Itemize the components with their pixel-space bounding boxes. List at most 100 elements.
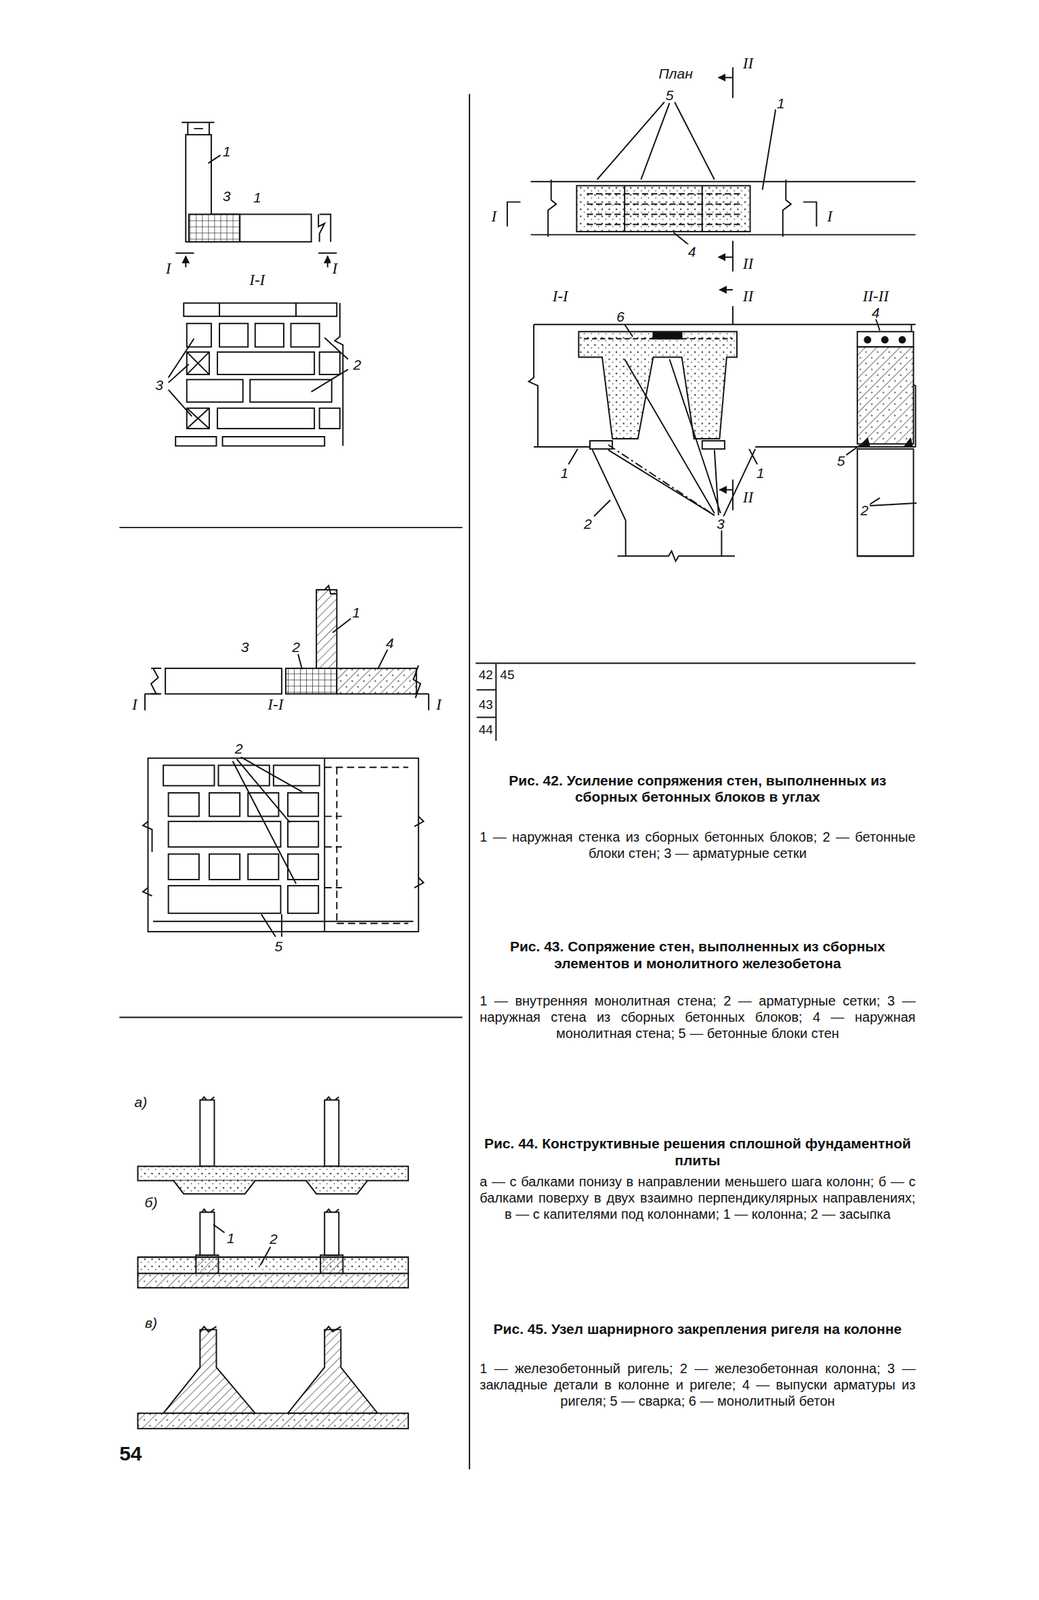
page-rules: [119, 94, 916, 1470]
foundation-slab-figure-part: [199, 1100, 215, 1168]
callout-number: 1: [221, 144, 233, 159]
hinge-joint-figure-part: [859, 438, 913, 448]
callout-number: 1: [775, 96, 787, 111]
wall-junction-figure-part: [168, 854, 200, 880]
hinge-joint-figure-part: [568, 449, 758, 517]
foundation-slab-figure-part: [137, 1167, 408, 1182]
figure-index-cell: 42: [478, 668, 494, 682]
section-mark: II: [741, 255, 755, 271]
corner-joint-figure-part: [188, 214, 240, 242]
wall-junction-figure-part: [209, 793, 240, 817]
hinge-joint-figure-part: [531, 234, 916, 236]
hinge-joint-figure-part: [608, 358, 721, 516]
figure-caption-heading: Рис. 43. Сопряжение стен, выполненных из…: [479, 938, 916, 973]
hinge-joint-figure-part: [732, 306, 734, 325]
wall-junction-figure-part: [298, 618, 389, 670]
wall-junction-figure-part: [287, 821, 319, 848]
section-mark: I: [434, 696, 443, 712]
corner-joint-figure-part: [217, 352, 315, 375]
foundation-slab-figure-part: [287, 1330, 378, 1415]
corner-joint-figure-part: [186, 352, 210, 375]
wall-junction-figure-part: [324, 767, 409, 924]
hinge-joint-figure-part: [857, 503, 917, 557]
callout-number: в): [143, 1315, 159, 1330]
hinge-joint-figure-part: [597, 102, 715, 181]
foundation-slab-figure-part: [306, 1181, 368, 1195]
callout-number: 5: [835, 453, 847, 468]
corner-joint-figure-part: [207, 155, 221, 164]
hinge-joint-figure-part: [718, 256, 733, 259]
section-mark: I-I: [266, 696, 285, 712]
hinge-joint-figure-part: [762, 109, 777, 190]
callout-number: 3: [239, 640, 251, 655]
hinge-joint-figure-part: [857, 449, 914, 557]
callout-number: а): [133, 1095, 150, 1110]
hinge-joint-figure-part: [673, 232, 690, 246]
corner-joint-figure-part: [186, 352, 210, 375]
page-rules-part: [476, 689, 497, 691]
corner-joint-figure-part: [218, 303, 221, 317]
figure-caption-legend: 1 — внутренняя монолитная стена; 2 — арм…: [479, 992, 916, 1042]
wall-junction-figure-part: [285, 668, 337, 695]
figure-caption-heading: Рис. 42. Усиление сопряжения стен, выпол…: [479, 772, 916, 807]
corner-joint-figure-part: [181, 122, 215, 135]
section-mark: II-II: [861, 287, 890, 304]
hinge-joint-figure-part: [719, 289, 733, 291]
corner-joint-figure-part: [311, 337, 349, 393]
hinge-joint-figure-part: [857, 331, 914, 348]
foundation-slab-figure-part: [199, 1097, 339, 1103]
callout-number: 2: [290, 640, 302, 655]
section-mark: I: [489, 208, 498, 225]
figure-index-cell: 43: [478, 697, 494, 711]
foundation-slab-figure-part: [137, 1257, 408, 1259]
foundation-slab-figure-part: [137, 1413, 408, 1430]
section-mark: I: [164, 260, 173, 277]
wall-junction-figure-part: [163, 765, 215, 786]
callout-number: 2: [582, 516, 594, 532]
callout-number: 4: [384, 635, 396, 651]
corner-joint-figure-part: [168, 338, 195, 417]
foundation-slab-figure-part: [320, 1255, 343, 1275]
corner-joint-figure-part: [319, 408, 341, 429]
hinge-joint-figure-part: [576, 185, 750, 232]
callout-number: 2: [233, 740, 245, 756]
foundation-slab-figure-part: [199, 1326, 341, 1333]
figure-caption-heading: Рис. 44. Конструктивные решения сплошной…: [479, 1135, 916, 1170]
hinge-joint-figure-part: [533, 323, 916, 326]
hinge-joint-figure-part: [732, 479, 734, 511]
wall-junction-figure-part: [168, 793, 200, 817]
hinge-joint-figure-part: [702, 440, 725, 450]
figure-caption-legend: 1 — железобетонный ригель; 2 — железобет…: [479, 1360, 916, 1410]
corner-joint-figure-part: [319, 352, 341, 375]
hinge-joint-figure-part: [845, 318, 880, 506]
section-mark: II: [741, 489, 755, 505]
corner-joint-figure-part: [217, 408, 315, 429]
corner-joint-figure-part: [186, 408, 210, 429]
hinge-joint-figure-part: [507, 201, 521, 227]
page-number: 54: [119, 1444, 142, 1465]
wall-junction-figure: [142, 585, 429, 937]
wall-junction-figure-part: [144, 694, 160, 711]
foundation-slab-figure-part: [173, 1181, 256, 1195]
wall-junction-figure-part: [261, 914, 282, 937]
page-rules-part: [475, 663, 916, 665]
hinge-joint-figure-part: [531, 180, 916, 183]
hinge-joint-figure-part: [528, 324, 539, 448]
section-mark: I-I: [551, 287, 570, 304]
callout-number: 1: [251, 189, 263, 204]
wall-junction-figure-part: [209, 854, 240, 880]
section-mark: I: [130, 696, 139, 712]
callout-number: 3: [715, 516, 727, 532]
hinge-joint-figure-part: [732, 67, 734, 98]
wall-junction-figure-part: [168, 885, 282, 914]
corner-joint-figure-part: [318, 214, 331, 242]
corner-joint-figure-part: [249, 379, 332, 403]
corner-joint-figure-part: [175, 436, 217, 447]
hinge-joint-figure-part: [624, 185, 703, 232]
wall-junction-figure-part: [414, 816, 424, 888]
hinge-joint-figure-part: [608, 444, 715, 516]
corner-joint-figure-part: [255, 323, 284, 348]
wall-junction-figure-part: [316, 589, 337, 669]
callout-number: 2: [858, 503, 870, 518]
wall-junction-figure-part: [151, 668, 162, 695]
